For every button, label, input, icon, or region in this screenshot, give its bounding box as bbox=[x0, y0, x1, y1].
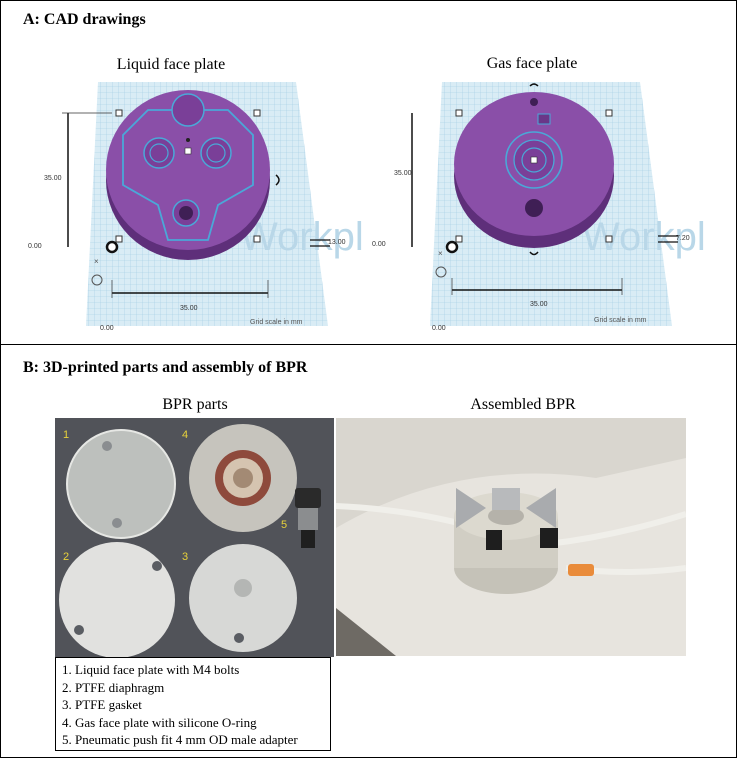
parts-legend: 1. Liquid face plate with M4 bolts 2. PT… bbox=[55, 657, 331, 751]
part-number-1: 1 bbox=[63, 429, 69, 441]
panel-b-title: B: 3D-printed parts and assembly of BPR bbox=[23, 359, 308, 376]
assembled-bpr-label: Assembled BPR bbox=[470, 396, 576, 413]
legend-item-5: 5. Pneumatic push fit 4 mm OD male adapt… bbox=[62, 732, 298, 747]
part-number-4: 4 bbox=[182, 429, 188, 441]
part-number-5: 5 bbox=[281, 519, 287, 531]
gas-plate-cad: Workplan 35.00 0.00 35.00 0.00 7.20 Grid… bbox=[372, 80, 706, 332]
gas-dim-height: 7.20 bbox=[676, 235, 690, 242]
workplane-watermark: Workplan bbox=[582, 215, 706, 259]
liquid-plate-label: Liquid face plate bbox=[116, 56, 226, 73]
part-number-3: 3 bbox=[182, 551, 188, 563]
gas-dim-vertical: 35.00 bbox=[394, 170, 412, 177]
liquid-plate-cad: Workplan 35.00 0.00 35.00 0.00 bbox=[28, 80, 362, 332]
bpr-parts-label: BPR parts bbox=[162, 396, 228, 413]
gas-grid-scale: Grid scale in mm bbox=[594, 317, 647, 324]
liquid-grid-scale: Grid scale in mm bbox=[250, 319, 303, 326]
legend-item-1: 1. Liquid face plate with M4 bolts bbox=[62, 662, 240, 677]
gas-dim-horizontal: 35.00 bbox=[530, 301, 548, 308]
rotate-icon bbox=[275, 174, 280, 186]
view-icon bbox=[91, 274, 103, 286]
ptfe-diaphragm-part bbox=[59, 542, 175, 657]
liquid-dim-vertical: 35.00 bbox=[44, 175, 62, 182]
liquid-origin-left: 0.00 bbox=[28, 243, 42, 250]
rotate-icon bbox=[529, 251, 539, 256]
liquid-dim-height: 13.00 bbox=[328, 239, 346, 246]
legend-item-2: 2. PTFE diaphragm bbox=[62, 679, 165, 695]
liquid-plate-body bbox=[106, 90, 270, 250]
legend-item-3: 3. PTFE gasket bbox=[62, 697, 142, 712]
svg-text:×: × bbox=[438, 249, 443, 258]
svg-text:×: × bbox=[94, 257, 99, 266]
gas-origin-left: 0.00 bbox=[372, 241, 386, 248]
liquid-face-plate-part bbox=[67, 430, 175, 538]
assembled-bpr-photo bbox=[336, 418, 686, 656]
part-number-2: 2 bbox=[63, 551, 69, 563]
view-icon bbox=[435, 266, 447, 278]
push-fit-adapter-part bbox=[295, 488, 321, 508]
liquid-dim-horizontal: 35.00 bbox=[180, 305, 198, 312]
liquid-origin-bottom: 0.00 bbox=[100, 325, 114, 332]
panel-a-title: A: CAD drawings bbox=[23, 11, 146, 28]
legend-item-4: 4. Gas face plate with silicone O-ring bbox=[62, 714, 257, 730]
gas-plate-label: Gas face plate bbox=[486, 55, 578, 72]
bpr-parts-photo: 1 4 5 2 3 bbox=[55, 418, 334, 657]
gas-origin-bottom: 0.00 bbox=[432, 325, 446, 332]
ptfe-gasket-part bbox=[189, 544, 297, 652]
